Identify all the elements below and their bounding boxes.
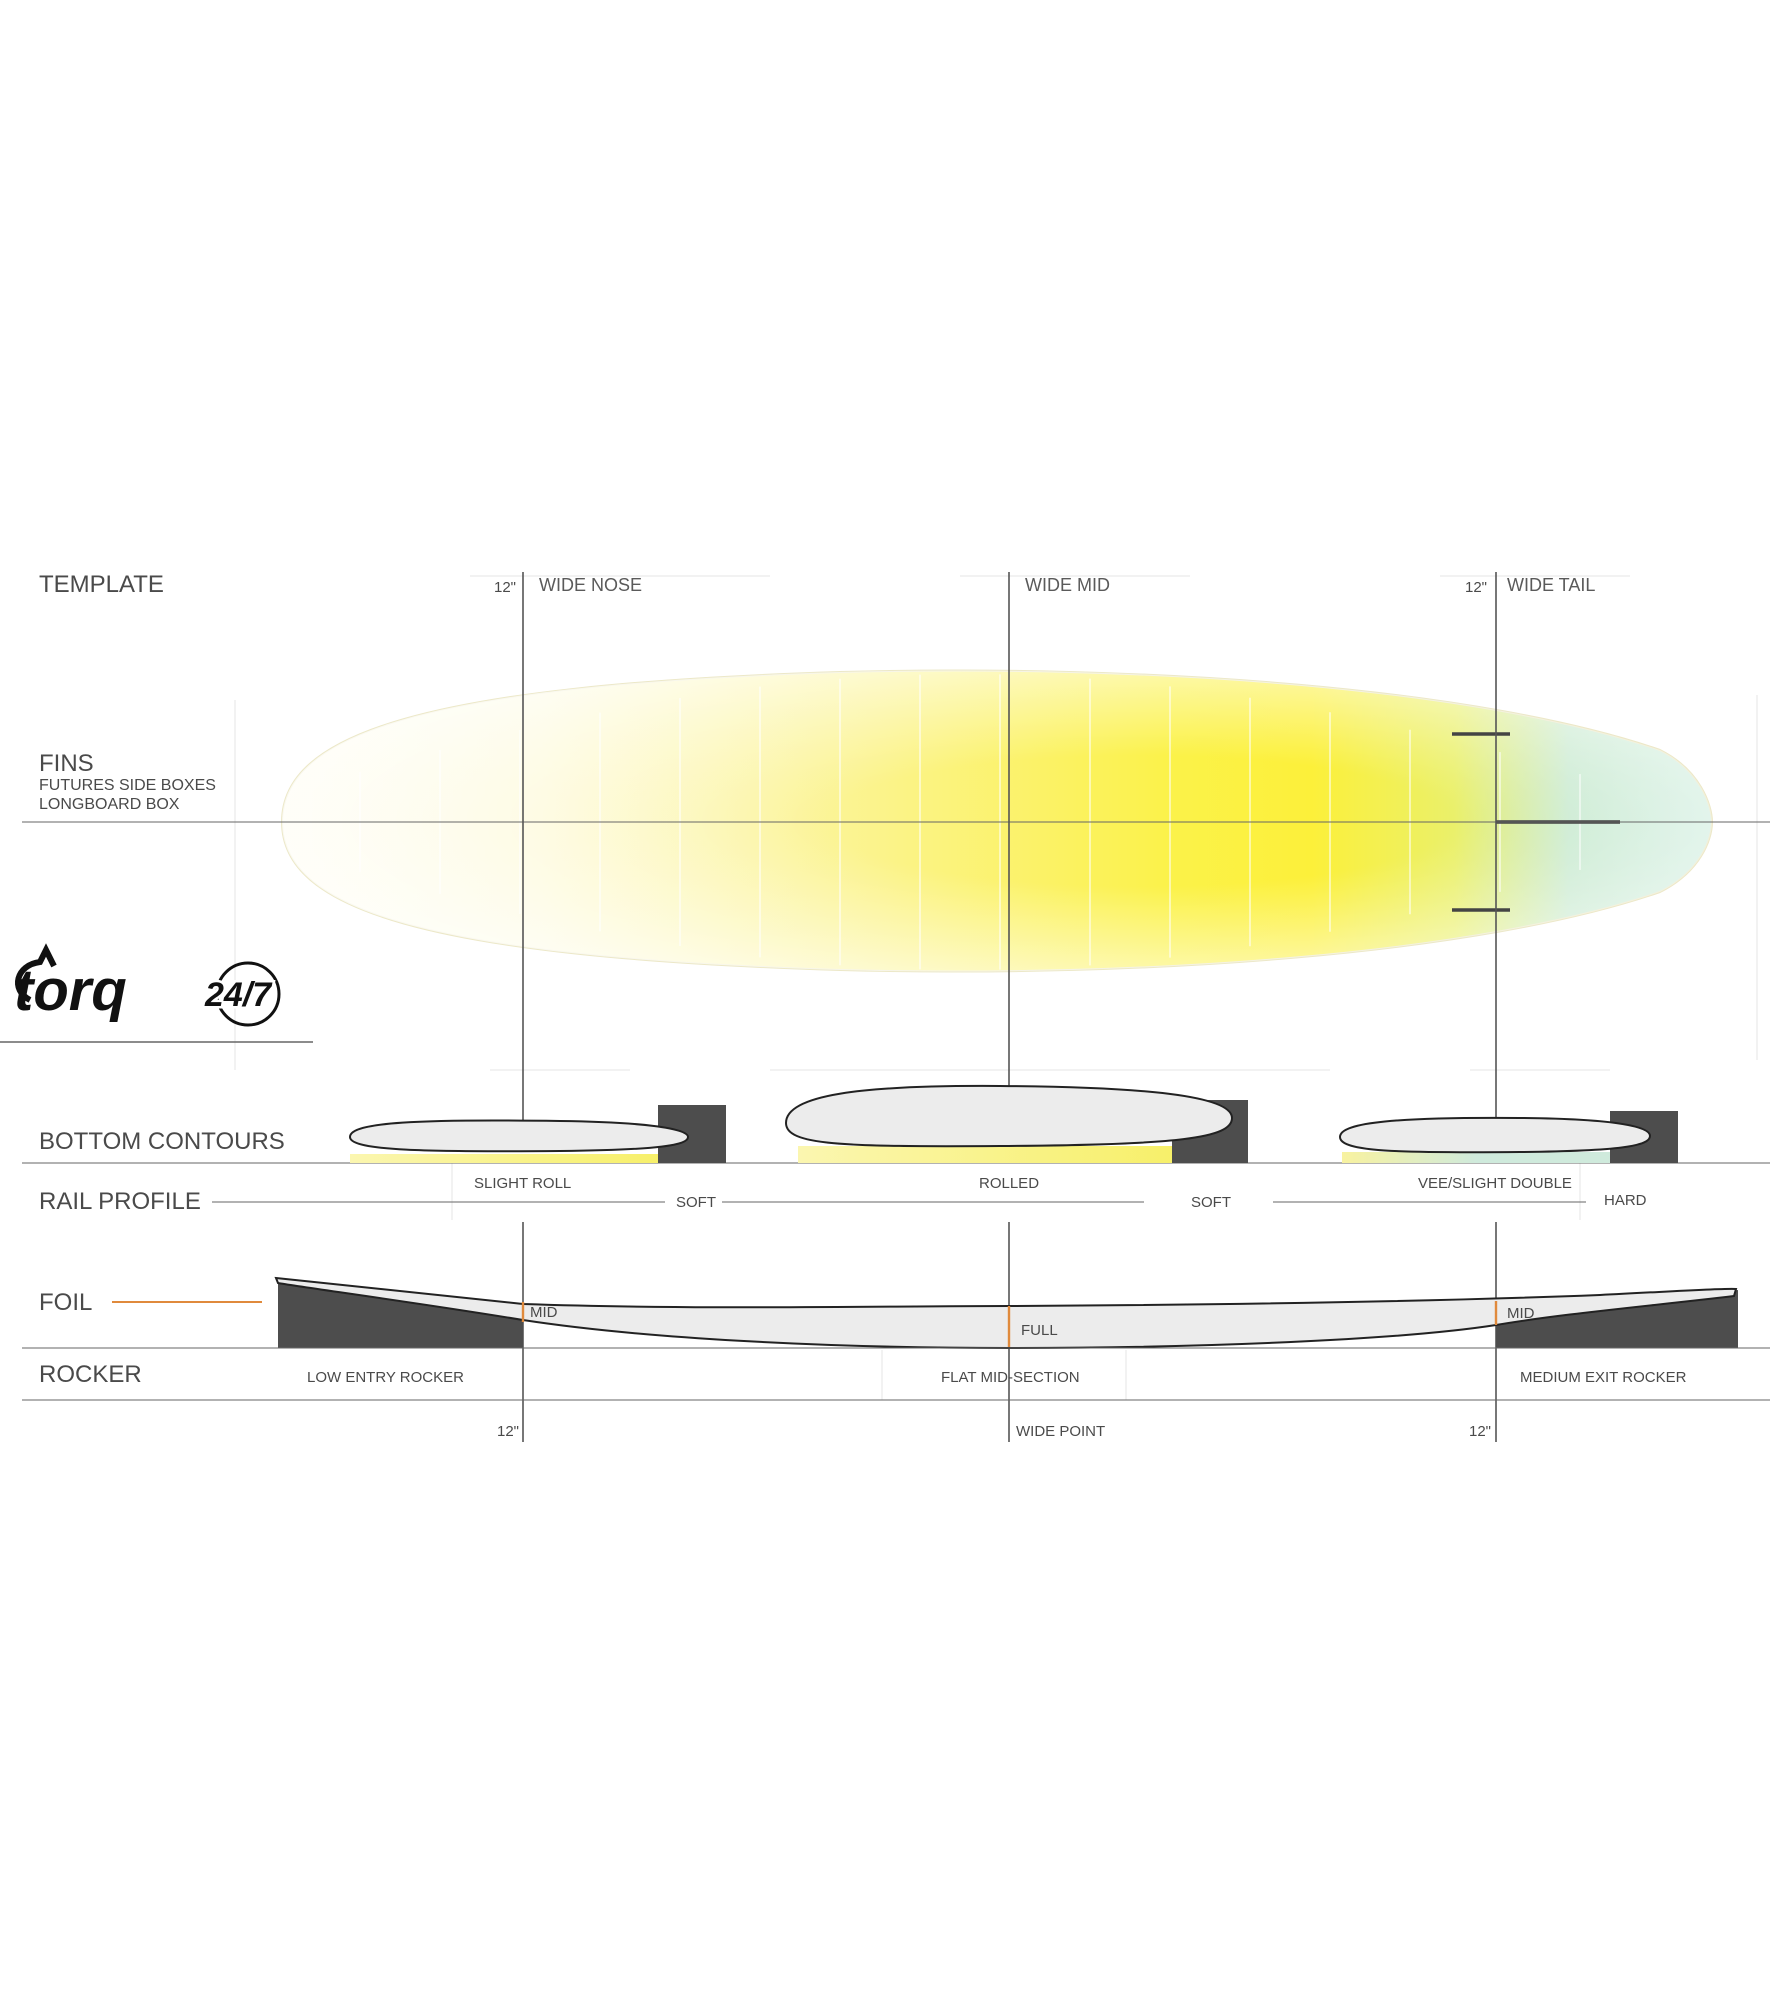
- foil-nose: MID: [530, 1304, 558, 1321]
- rocker-profile: [274, 1276, 1738, 1350]
- fins-detail-2: LONGBOARD BOX: [39, 796, 180, 813]
- nose-rocker-block: [278, 1283, 523, 1348]
- tail-rocker-block: [1496, 1290, 1738, 1348]
- contour-mid: [784, 1084, 1248, 1163]
- rail-profile-nose: SOFT: [676, 1194, 716, 1211]
- rail-profile-mid: SOFT: [1191, 1194, 1231, 1211]
- rocker-tail: MEDIUM EXIT ROCKER: [1520, 1369, 1687, 1386]
- fins-heading: FINS: [39, 750, 94, 777]
- foil-heading: FOIL: [39, 1289, 92, 1316]
- wide-nose-label: WIDE NOSE: [539, 575, 642, 595]
- bottom-tail-measure: 12": [1469, 1423, 1491, 1440]
- nose-measure-label: 12": [494, 579, 516, 596]
- rocker-heading: ROCKER: [39, 1361, 142, 1388]
- foil-tail: MID: [1507, 1305, 1535, 1322]
- foil-outline: [274, 1276, 1738, 1350]
- bottom-contour-nose: SLIGHT ROLL: [474, 1175, 571, 1192]
- bottom-nose-measure: 12": [497, 1423, 519, 1440]
- model-logo-text: 24/7: [204, 976, 273, 1014]
- bottom-contour-mid: ROLLED: [979, 1175, 1039, 1192]
- torq-logo-wordmark: torq: [14, 958, 127, 1023]
- contour-nose: [348, 1105, 726, 1163]
- model-247-logo: 24/7: [202, 961, 281, 1027]
- template-heading: TEMPLATE: [39, 571, 164, 598]
- tail-measure-label: 12": [1465, 579, 1487, 596]
- rocker-mid: FLAT MID-SECTION: [941, 1369, 1080, 1386]
- rocker-nose: LOW ENTRY ROCKER: [307, 1369, 464, 1386]
- wide-mid-label: WIDE MID: [1025, 575, 1110, 595]
- foil-mid: FULL: [1021, 1322, 1058, 1339]
- fins-detail-1: FUTURES SIDE BOXES: [39, 777, 216, 794]
- bottom-contour-tail: VEE/SLIGHT DOUBLE: [1418, 1175, 1572, 1192]
- contour-tail: [1338, 1111, 1678, 1163]
- rail-profile-tail: HARD: [1604, 1192, 1647, 1209]
- torq-logo: torq: [14, 943, 127, 1023]
- wide-tail-label: WIDE TAIL: [1507, 575, 1595, 595]
- bottom-contours-heading: BOTTOM CONTOURS: [39, 1128, 285, 1155]
- rail-profile-heading: RAIL PROFILE: [39, 1188, 201, 1215]
- wide-point-label: WIDE POINT: [1016, 1423, 1105, 1440]
- guide-lines: [234, 575, 1758, 1400]
